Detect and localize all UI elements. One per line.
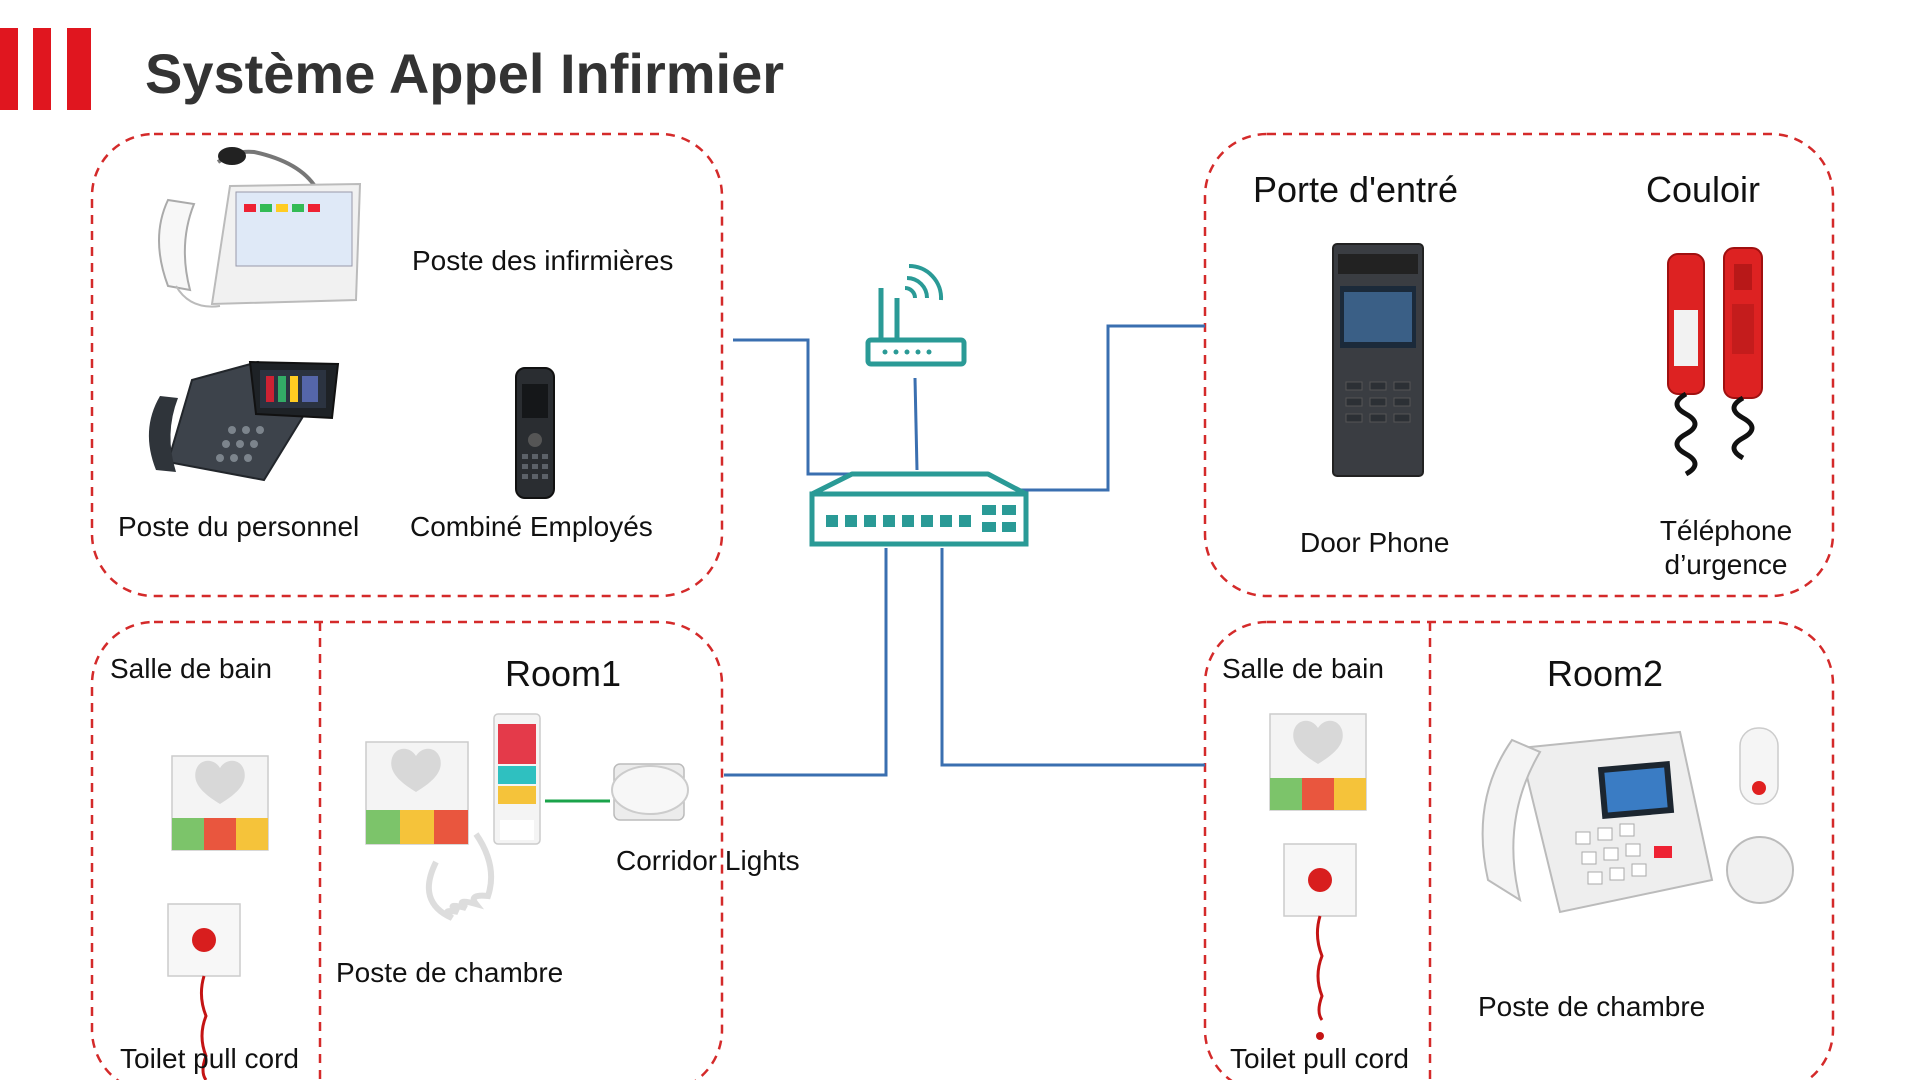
emergency-phone-line2: d’urgence [1664,548,1788,580]
wire-room1 [724,548,888,777]
door-phone-label: Door Phone [1300,527,1450,558]
staff-zone-box [90,132,724,598]
network-switch-icon [809,471,1029,547]
room2-heading: Room2 [1547,653,1664,694]
room1-bathroom-heading: Salle de bain [110,653,272,684]
corridor-heading: Couloir [1646,169,1761,210]
wire-staff [733,338,850,476]
senior-phone-icon [1481,730,1714,914]
call-panel-icon [171,755,269,851]
corridor-light-icon [611,763,689,821]
call-panel-icon [365,741,469,845]
room2-zone-box [1203,620,1835,1080]
room1-toilet-cord-label: Toilet pull cord [120,1043,299,1074]
room2-toilet-cord-label: Toilet pull cord [1230,1043,1409,1074]
call-panel-icon [1269,713,1367,811]
emergency-phone-icon [1667,247,1763,477]
entry-heading: Porte d'entré [1253,169,1458,210]
wire-room2 [940,548,1205,767]
emergency-phone-line1: Téléphone [1659,515,1793,546]
page-title: Système Appel Infirmier [145,42,785,105]
room1-station-label: Poste de chambre [336,957,564,988]
pull-cord-icon [425,713,541,921]
corridor-lights-label: Corridor Lights [616,845,800,876]
room1-zone-box [90,620,724,1080]
desk-phone-icon [148,360,340,482]
wire-router-switch [913,377,919,471]
room2-station-label: Poste de chambre [1478,991,1706,1022]
router-icon [865,263,967,367]
pendant-icon [1726,836,1794,904]
pull-cord-icon [1283,843,1357,1040]
entry-zone-box [1203,132,1835,598]
room2-bathroom-heading: Salle de bain [1222,653,1384,684]
staff-handset-label: Combiné Employés [410,511,653,542]
staff-station-label: Poste du personnel [118,511,360,542]
desk-phone-icon [158,147,362,308]
nurse-station-label: Poste des infirmières [412,245,674,276]
wire-entry [1010,324,1205,492]
emergency-phone-label: Téléphone d’urgence [1636,514,1816,581]
dect-handset-icon [515,367,555,499]
pendant-icon [1739,727,1779,805]
door-phone-icon [1332,243,1424,477]
pull-cord-icon [167,903,241,1080]
room1-heading: Room1 [505,653,622,694]
